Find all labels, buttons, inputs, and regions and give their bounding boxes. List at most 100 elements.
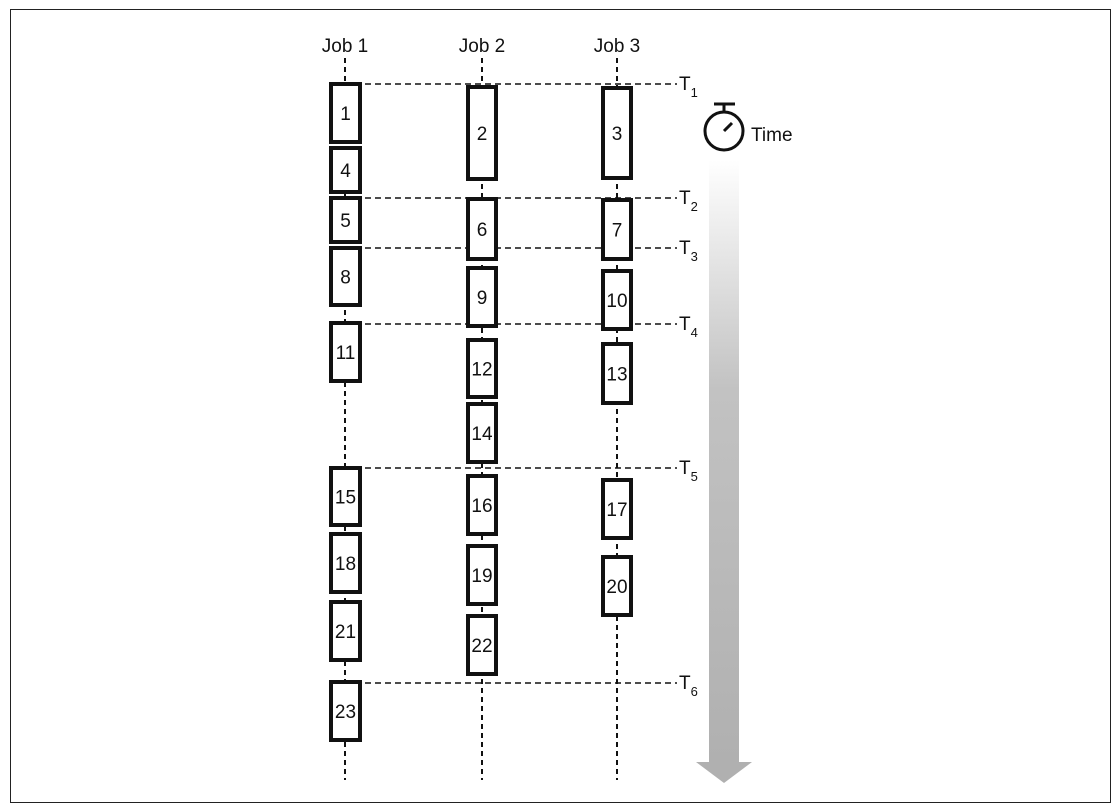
- task-box-rect: [466, 266, 498, 328]
- timepoint-subscript: 3: [691, 249, 698, 264]
- task-box-20: 20: [601, 555, 633, 617]
- task-box-rect: [466, 85, 498, 181]
- task-box-rect: [466, 197, 498, 261]
- task-box-5: 5: [329, 196, 362, 244]
- task-box-rect: [466, 338, 498, 399]
- task-box-label: 16: [471, 496, 492, 517]
- task-box-1: 1: [329, 82, 362, 144]
- task-box-21: 21: [329, 600, 362, 662]
- stopwatch-icon: [703, 102, 745, 152]
- task-box-rect: [466, 474, 498, 536]
- task-box-label: 9: [477, 288, 488, 309]
- timepoint-label: T6: [679, 673, 698, 699]
- task-box-rect: [329, 680, 362, 742]
- task-box-rect: [329, 196, 362, 244]
- task-box-label: 19: [471, 566, 492, 587]
- task-box-11: 11: [329, 321, 362, 383]
- task-box-label: 6: [477, 220, 488, 241]
- task-box-rect: [329, 146, 362, 194]
- task-box-13: 13: [601, 342, 633, 405]
- task-box-4: 4: [329, 146, 362, 194]
- timepoint-t3: T3: [345, 238, 698, 264]
- task-box-label: 3: [612, 124, 623, 145]
- timepoint-letter: T: [679, 314, 691, 335]
- task-box-rect: [329, 82, 362, 144]
- timepoint-letter: T: [679, 188, 691, 209]
- timepoint-label: T4: [679, 314, 698, 340]
- task-box-18: 18: [329, 532, 362, 594]
- timepoint-label: T3: [679, 238, 698, 264]
- task-box-label: 12: [471, 360, 492, 381]
- task-box-label: 20: [606, 577, 627, 598]
- task-box-2: 2: [466, 85, 498, 181]
- task-box-14: 14: [466, 402, 498, 464]
- task-box-6: 6: [466, 197, 498, 261]
- task-box-label: 11: [336, 343, 356, 364]
- task-box-22: 22: [466, 614, 498, 676]
- timepoint-t6: T6: [345, 673, 698, 699]
- task-box-label: 7: [612, 221, 623, 242]
- task-box-label: 14: [471, 424, 493, 445]
- task-box-7: 7: [601, 198, 633, 261]
- timepoint-label: T5: [679, 458, 698, 484]
- task-box-12: 12: [466, 338, 498, 399]
- timepoint-label: T2: [679, 188, 698, 214]
- timepoint-letter: T: [679, 74, 691, 95]
- job-2-header: Job 2: [459, 36, 505, 57]
- time-arrow-shaft: [709, 160, 739, 764]
- task-box-rect: [601, 342, 633, 405]
- task-box-rect: [329, 246, 362, 307]
- time-arrow-head: [696, 762, 752, 783]
- task-box-rect: [601, 269, 633, 331]
- task-box-label: 17: [606, 500, 627, 521]
- task-box-rect: [329, 466, 362, 527]
- timepoint-t2: T2: [345, 188, 698, 214]
- task-box-label: 18: [335, 554, 356, 575]
- task-box-15: 15: [329, 466, 362, 527]
- task-box-rect: [329, 532, 362, 594]
- timepoint-subscript: 6: [691, 684, 698, 699]
- task-box-label: 13: [606, 365, 627, 386]
- time-arrow: [696, 160, 752, 783]
- task-box-rect: [329, 321, 362, 383]
- task-box-label: 23: [335, 702, 356, 723]
- job-1-header: Job 1: [322, 36, 368, 57]
- timepoint-letter: T: [679, 673, 691, 694]
- task-box-rect: [466, 544, 498, 606]
- task-box-17: 17: [601, 478, 633, 540]
- task-box-rect: [329, 600, 362, 662]
- timepoint-letter: T: [679, 238, 691, 259]
- task-box-19: 19: [466, 544, 498, 606]
- task-box-label: 8: [340, 268, 351, 289]
- task-box-rect: [601, 478, 633, 540]
- timepoint-label: T1: [679, 74, 698, 100]
- task-box-10: 10: [601, 269, 633, 331]
- timepoint-t1: T1: [345, 74, 698, 100]
- timepoint-subscript: 5: [691, 469, 698, 484]
- time-label: Time: [751, 125, 793, 146]
- timepoint-subscript: 1: [691, 85, 698, 100]
- task-box-9: 9: [466, 266, 498, 328]
- timepoint-subscript: 2: [691, 199, 698, 214]
- task-box-rect: [466, 614, 498, 676]
- figure-frame: [10, 9, 1111, 803]
- task-box-rect: [601, 555, 633, 617]
- task-box-label: 4: [340, 161, 351, 182]
- task-box-label: 15: [335, 488, 356, 509]
- job-3-header: Job 3: [594, 36, 640, 57]
- task-box-label: 1: [340, 104, 351, 125]
- task-box-3: 3: [601, 86, 633, 180]
- task-box-16: 16: [466, 474, 498, 536]
- task-box-label: 5: [340, 211, 351, 232]
- timepoint-letter: T: [679, 458, 691, 479]
- task-box-label: 21: [335, 622, 356, 643]
- task-box-label: 2: [477, 124, 488, 145]
- timepoint-t4: T4: [345, 314, 698, 340]
- task-box-23: 23: [329, 680, 362, 742]
- timepoint-t5: T5: [345, 458, 698, 484]
- timepoint-subscript: 4: [691, 325, 698, 340]
- task-box-label: 10: [606, 291, 627, 312]
- task-box-rect: [601, 198, 633, 261]
- task-box-8: 8: [329, 246, 362, 307]
